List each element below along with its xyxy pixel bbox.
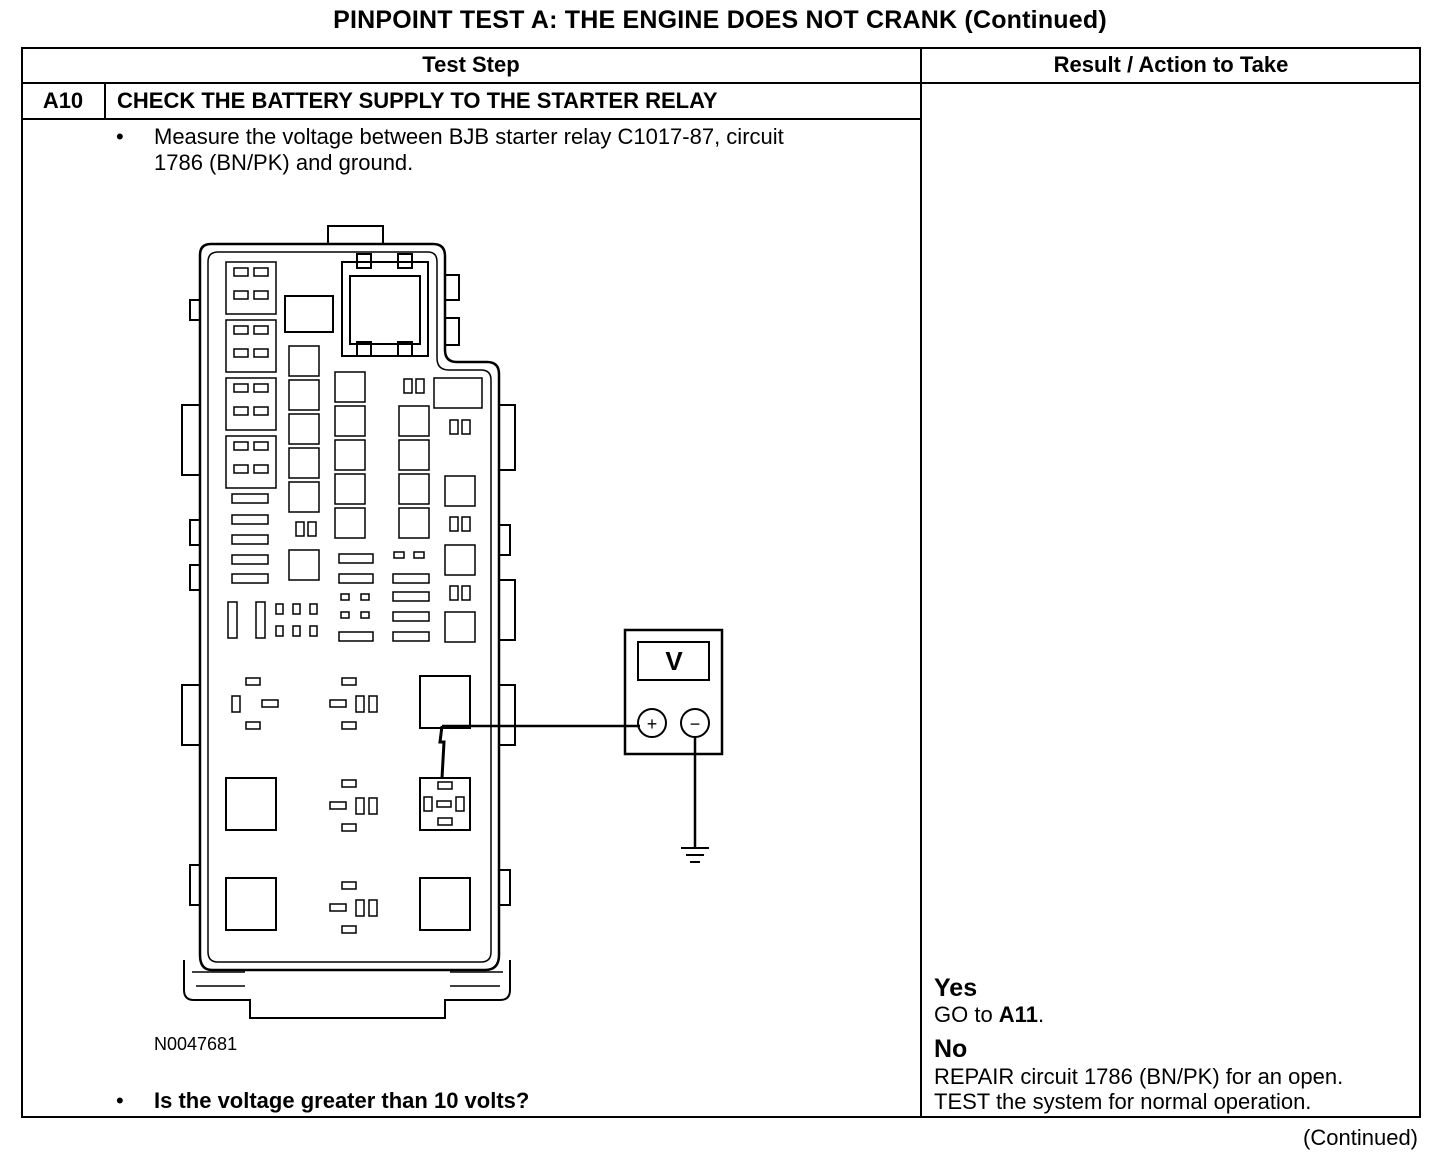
result-no-line-1: REPAIR circuit 1786 (BN/PK) for an open.: [934, 1064, 1344, 1089]
pinpoint-table: [21, 47, 1421, 1118]
header-test-step: Test Step: [422, 52, 520, 77]
meter-minus-terminal: −: [690, 714, 701, 734]
step-id-divider: [104, 82, 106, 120]
step-question: Is the voltage greater than 10 volts?: [154, 1088, 530, 1113]
header-divider: [21, 82, 1421, 84]
column-divider: [920, 47, 922, 1118]
header-result: Result / Action to Take: [1053, 52, 1289, 77]
meter-symbol: V: [665, 646, 683, 676]
step-id: A10: [42, 88, 84, 113]
step-heading-divider: [21, 118, 921, 120]
result-yes-suffix: .: [1037, 1002, 1045, 1027]
step-heading: CHECK THE BATTERY SUPPLY TO THE STARTER …: [117, 88, 718, 113]
instruction-line-1: Measure the voltage between BJB starter …: [154, 124, 784, 149]
result-yes-action: GO to A11.: [934, 1002, 1044, 1027]
result-yes-prefix: GO to: [934, 1002, 999, 1027]
result-no-line-2: TEST the system for normal operation.: [934, 1089, 1312, 1114]
result-no-label: No: [934, 1035, 968, 1063]
continued-note: (Continued): [1303, 1125, 1418, 1150]
bullet-marker-question: •: [116, 1088, 124, 1113]
result-yes-target: A11: [998, 1002, 1038, 1027]
page-title: PINPOINT TEST A: THE ENGINE DOES NOT CRA…: [333, 6, 1107, 34]
instruction-line-2: 1786 (BN/PK) and ground.: [154, 150, 414, 175]
meter-plus-terminal: +: [647, 714, 658, 734]
figure-id: N0047681: [154, 1034, 238, 1054]
bullet-marker: •: [116, 124, 124, 149]
result-yes-label: Yes: [934, 974, 978, 1002]
